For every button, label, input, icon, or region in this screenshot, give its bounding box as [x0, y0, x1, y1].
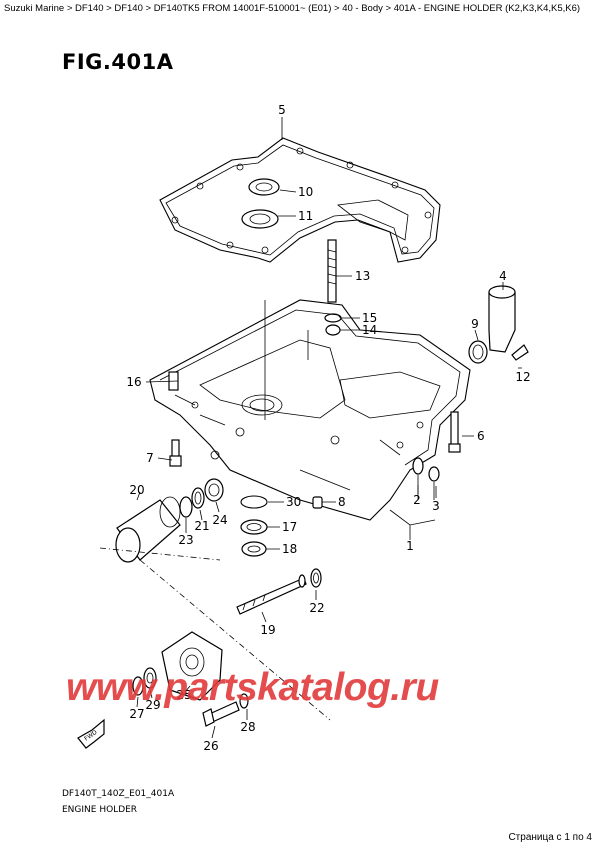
callout-label: 2: [413, 493, 421, 507]
breadcrumb[interactable]: Suzuki Marine > DF140 > DF140 > DF140TK5…: [4, 3, 581, 14]
page-indicator: Страница с 1 по 4: [508, 832, 592, 843]
watermark: www.partskatalog.ru: [66, 666, 439, 709]
callout-label: 19: [260, 623, 275, 637]
callout-label: 17: [282, 520, 297, 534]
callout-label: 26: [203, 739, 218, 753]
callout-label: 7: [146, 451, 154, 465]
callout-label: 15: [362, 311, 377, 325]
callout-label: 29: [145, 698, 160, 712]
callout-label: 11: [298, 209, 313, 223]
callout-label: 13: [355, 269, 370, 283]
callout-label: 18: [282, 542, 297, 556]
callout-label: 27: [129, 707, 144, 721]
callout-label: 1: [406, 539, 414, 553]
drawing-name: ENGINE HOLDER: [62, 805, 138, 815]
callout-label: 28: [240, 720, 255, 734]
callout-label: 24: [212, 513, 227, 527]
engine-holder-body: [149, 299, 471, 521]
callout-label: 12: [515, 370, 530, 384]
callout-label: 5: [278, 103, 286, 117]
callout-label: 30: [286, 495, 301, 509]
callout-label: 25: [176, 688, 191, 702]
callout-label: 14: [362, 323, 377, 337]
callout-label: 22: [309, 601, 324, 615]
callout-label: 16: [126, 375, 141, 389]
callout-label: 9: [471, 317, 479, 331]
callout-label: 20: [129, 483, 144, 497]
gasket-part: [159, 137, 441, 263]
drawing-code: DF140T_140Z_E01_401A: [62, 789, 175, 799]
callout-label: 3: [432, 499, 440, 513]
callout-label: 10: [298, 185, 313, 199]
callout-label: 6: [477, 429, 485, 443]
callout-label: 21: [194, 519, 209, 533]
fwd-arrow-icon: [77, 718, 105, 749]
callout-label: 8: [338, 495, 346, 509]
figure-title: FIG.401A: [62, 50, 174, 74]
callout-labels: 5 10 11 13 4 15 14 9 12 16 6 7 2 3 1 20 …: [126, 103, 530, 753]
callout-label: 4: [499, 269, 507, 283]
callout-label: 23: [178, 533, 193, 547]
